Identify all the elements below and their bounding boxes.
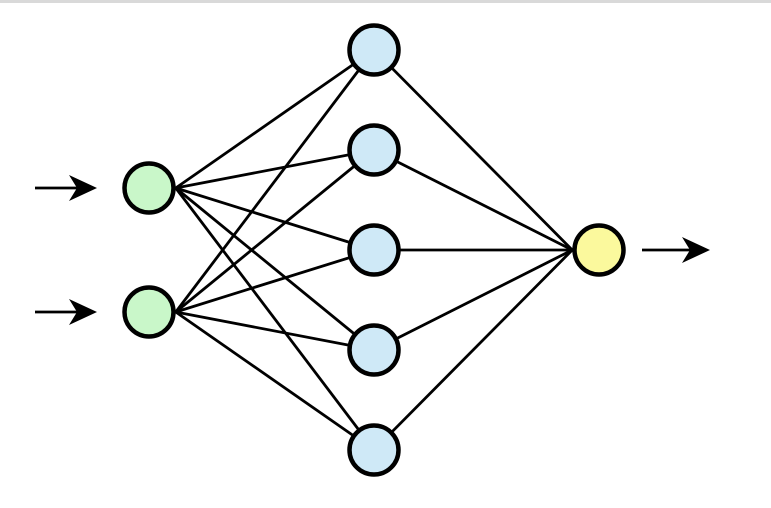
input-arrow-2-head: [69, 299, 97, 325]
edge-hidden4-output1: [373, 248, 573, 352]
edge-hidden5-output1: [373, 249, 574, 451]
input-node-1: [122, 161, 176, 215]
hidden-node-5: [347, 423, 401, 477]
input-arrow-1: [35, 175, 97, 201]
edge-hidden1-output1: [373, 49, 574, 251]
edge-input2-hidden4: [175, 310, 375, 352]
window-top-border: [0, 0, 771, 3]
edge-input1-hidden5: [174, 187, 376, 451]
edge-input1-hidden2: [175, 148, 375, 190]
output-node-1: [572, 223, 626, 277]
input-node-2: [122, 285, 176, 339]
edge-input1-hidden1: [174, 48, 375, 190]
input-arrow-1-head: [69, 175, 97, 201]
edge-input2-hidden3: [175, 248, 375, 314]
edge-input1-hidden3: [175, 186, 375, 252]
edge-hidden2-output1: [373, 148, 573, 252]
output-arrow: [642, 237, 710, 263]
output-arrow-head: [682, 237, 710, 263]
hidden-node-3: [347, 223, 401, 277]
edge-input1-hidden4: [174, 186, 375, 352]
edge-input2-hidden1: [174, 49, 376, 313]
input-arrow-2: [35, 299, 97, 325]
hidden-node-4: [347, 323, 401, 377]
hidden-node-1: [347, 23, 401, 77]
edge-input2-hidden2: [174, 148, 375, 314]
edge-input2-hidden5: [174, 310, 375, 452]
hidden-node-2: [347, 123, 401, 177]
